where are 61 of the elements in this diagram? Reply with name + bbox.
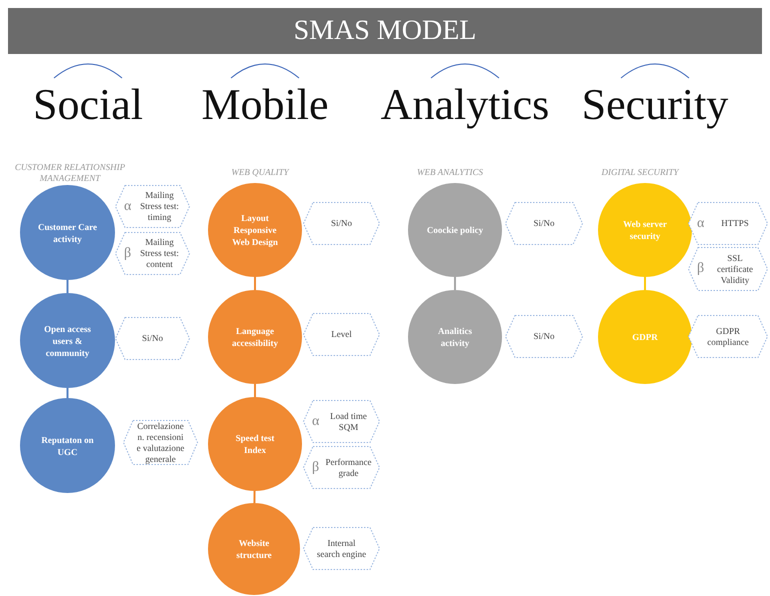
node-label: Mailing Stress test: content <box>139 237 180 270</box>
hexagon-box <box>123 420 198 465</box>
node-label: Website structure <box>235 537 273 561</box>
greek-letter: α <box>312 414 320 428</box>
node-label: HTTPS <box>720 218 750 229</box>
column-heading: Security <box>580 80 730 130</box>
node-label: GDPR compliance <box>706 326 750 348</box>
hexagon-box <box>688 247 768 291</box>
connector-line <box>254 277 256 290</box>
column-heading: Mobile <box>200 80 330 130</box>
node-label: Load time SQM <box>329 410 368 432</box>
hexagon-box <box>303 400 380 443</box>
greek-letter: β <box>124 246 132 260</box>
node-label: Si/No <box>140 333 164 344</box>
node-label: Si/No <box>532 218 556 229</box>
node-label: SSL certificate Validity <box>716 252 754 286</box>
connector-line <box>66 280 68 293</box>
hexagon-box <box>303 313 380 356</box>
hexagon-box <box>688 315 768 358</box>
hexagon-box <box>303 527 380 570</box>
node-label: Performance grade <box>324 456 372 478</box>
node-label: Open access users & community <box>43 322 92 358</box>
node-label: GDPR <box>631 331 659 343</box>
node-label: Analitics activity <box>436 325 473 349</box>
hexagon-box <box>303 446 380 489</box>
column-heading: Social <box>32 80 144 130</box>
connector-line <box>454 277 456 290</box>
node-label: Web server security <box>622 218 668 242</box>
node-label: Speed test Index <box>234 432 276 456</box>
node-label: Layout Responsive Web Design <box>231 212 279 248</box>
node-label: Coockie policy <box>426 224 484 236</box>
connector-line <box>254 384 256 397</box>
greek-letter: α <box>697 216 704 230</box>
node-label: Correlazione n. recensioni e valutazione generale <box>136 420 186 464</box>
hexagon-box <box>115 185 190 228</box>
greek-letter: α <box>124 200 132 214</box>
node-label: Si/No <box>330 218 353 229</box>
greek-letter: β <box>697 262 704 276</box>
column-subheading: WEB ANALYTICS <box>416 167 484 178</box>
hexagon-box <box>115 232 190 275</box>
connector-line <box>644 277 646 290</box>
greek-letter: β <box>312 460 320 474</box>
node-label: Level <box>330 329 353 340</box>
hexagon-box <box>688 202 768 245</box>
node-label: Reputaton on UGC <box>40 434 95 458</box>
connector-line <box>66 388 68 398</box>
hexagon-box <box>115 317 190 360</box>
node-label: Internal search engine <box>316 538 368 560</box>
column-heading: Analytics <box>380 80 550 130</box>
hexagon-box <box>505 315 583 358</box>
column-subheading: CUSTOMER RELATIONSHIP MANAGEMENT <box>14 162 126 184</box>
hexagon-box <box>505 202 583 245</box>
node-label: Customer Care activity <box>37 220 98 244</box>
connector-line <box>253 491 256 503</box>
title: SMAS MODEL <box>294 15 476 47</box>
hexagon-box <box>303 202 380 245</box>
column-subheading: WEB QUALITY <box>230 167 290 178</box>
node-label: Si/No <box>532 331 556 342</box>
column-subheading: DIGITAL SECURITY <box>600 167 680 178</box>
node-label: Mailing Stress test: timing <box>139 190 180 223</box>
node-label: Language accessibility <box>231 325 279 349</box>
